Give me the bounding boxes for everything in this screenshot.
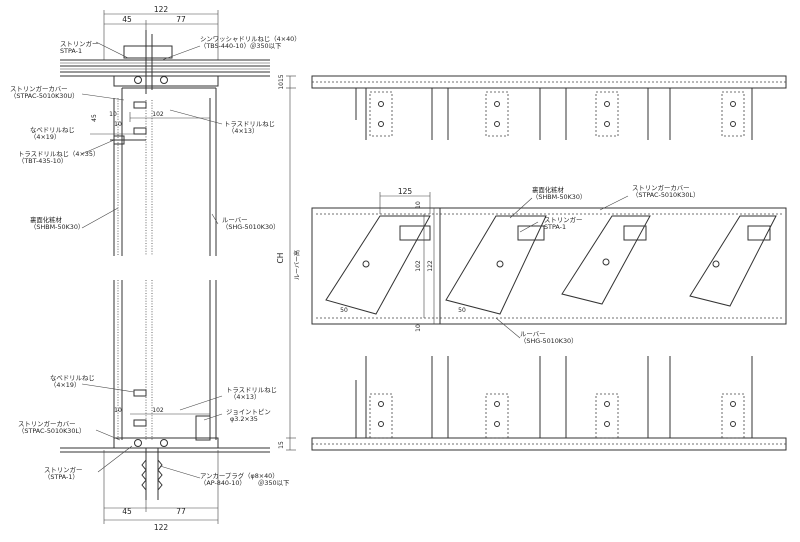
dim-top-total: 122 xyxy=(154,5,169,14)
label-louver-code: （SHG-5010K30） xyxy=(222,223,280,231)
dim-15: 15 xyxy=(278,441,285,449)
right-elevation: 125 10 102 122 10 50 50 裏面化粧材 xyxy=(311,75,787,451)
label-anchor: アンカープラグ（φ8×40） xyxy=(200,471,279,480)
label-louver: ルーバー xyxy=(222,216,248,224)
dim-ch: CH xyxy=(276,253,285,264)
label-nabe-bottom: なべドリルねじ xyxy=(50,374,95,382)
dim-50a: 50 xyxy=(340,307,348,314)
label-joint-pin: ジョイントピン xyxy=(226,408,271,416)
label-anchor-code: （AP-840-10） xyxy=(200,479,246,487)
label-anchor-pitch: ＠350以下 xyxy=(258,479,290,487)
label-back-material: 裏面化粧材 xyxy=(30,215,63,224)
label-nabe-bottom-size: （4×19） xyxy=(50,381,80,389)
dim-10a: 10 xyxy=(415,201,422,209)
label-r-stringer: ストリンガー xyxy=(544,215,582,224)
dim-102: 102 xyxy=(415,260,422,272)
label-screw-top: シンワッシャドリルねじ（4×40） xyxy=(200,35,301,43)
label-cover-bottom: ストリンガーカバー xyxy=(18,419,76,428)
dim-122: 122 xyxy=(427,260,434,272)
dim-ch-sub: ルーバー高 xyxy=(293,250,301,280)
dim-10-b: 10 xyxy=(114,407,122,414)
label-nabe-top: なべドリルねじ xyxy=(30,126,75,134)
dim-10-t1: 10 xyxy=(109,111,117,118)
dim-125: 125 xyxy=(398,187,413,196)
dim-10-t2: 10 xyxy=(114,121,122,128)
label-truss-top-size: （4×13） xyxy=(228,127,258,135)
label-r-back-code: （SHBM-50K30） xyxy=(532,193,586,201)
lower-louvers xyxy=(355,356,753,439)
label-screw-top-pitch: ＠350以下 xyxy=(250,42,282,50)
label-screw-top-code: （TBS-440-10） xyxy=(200,42,250,50)
label-r-back: 裏面化粧材 xyxy=(532,185,565,194)
dim-102-top: 102 xyxy=(152,111,164,118)
label-back-material-code: （SHBM-50K30） xyxy=(30,223,84,231)
label-stringer-bottom: ストリンガー xyxy=(44,465,82,474)
label-stringer-bottom-code: （STPA-1） xyxy=(44,473,79,481)
label-cover-top-code: （STPAC-5010K30U） xyxy=(10,92,78,100)
label-cover-top: ストリンガーカバー xyxy=(10,84,68,93)
label-stringer-top-code: STPA-1 xyxy=(60,47,82,55)
label-r-louver: ルーバー xyxy=(520,330,546,338)
label-r-cover-code: （STPAC-5010K30L） xyxy=(632,191,699,199)
label-r-cover: ストリンガーカバー xyxy=(632,183,690,192)
slanted-louvers xyxy=(325,215,777,315)
dim-top-b: 77 xyxy=(176,15,186,24)
dim-1015: 1015 xyxy=(278,74,285,89)
label-r-louver-code: （SHG-5010K30） xyxy=(520,337,578,345)
dim-top-a: 45 xyxy=(122,15,132,24)
label-truss-bottom: トラスドリルねじ xyxy=(226,386,277,394)
label-truss-435: トラスドリルねじ（4×35） xyxy=(18,150,99,158)
label-cover-bottom-code: （STPAC-5010K30L） xyxy=(18,427,85,435)
dim-102-bot: 102 xyxy=(152,407,164,414)
label-nabe-top-size: （4×19） xyxy=(30,133,60,141)
dim-bot-b: 77 xyxy=(176,507,186,516)
dim-10b: 10 xyxy=(415,324,422,332)
label-stringer-top: ストリンガー xyxy=(60,39,98,48)
screw-cluster-bottom-icon xyxy=(130,389,211,441)
anchor-plug-icon xyxy=(141,459,163,491)
label-joint-pin-size: φ3.2×35 xyxy=(230,415,258,423)
label-r-stringer-code: STPA-1 xyxy=(544,223,566,231)
label-truss-bottom-size: （4×13） xyxy=(230,393,260,401)
upper-louvers xyxy=(355,88,753,140)
label-truss-435-code: （TBT-435-10） xyxy=(18,157,67,165)
dim-50b: 50 xyxy=(458,307,466,314)
dim-bot-a: 45 xyxy=(122,507,132,516)
dim-bot-total: 122 xyxy=(154,523,169,532)
label-truss-top: トラスドリルねじ xyxy=(224,120,275,128)
left-section: 122 45 77 xyxy=(10,5,301,532)
dim-45: 45 xyxy=(91,114,98,122)
